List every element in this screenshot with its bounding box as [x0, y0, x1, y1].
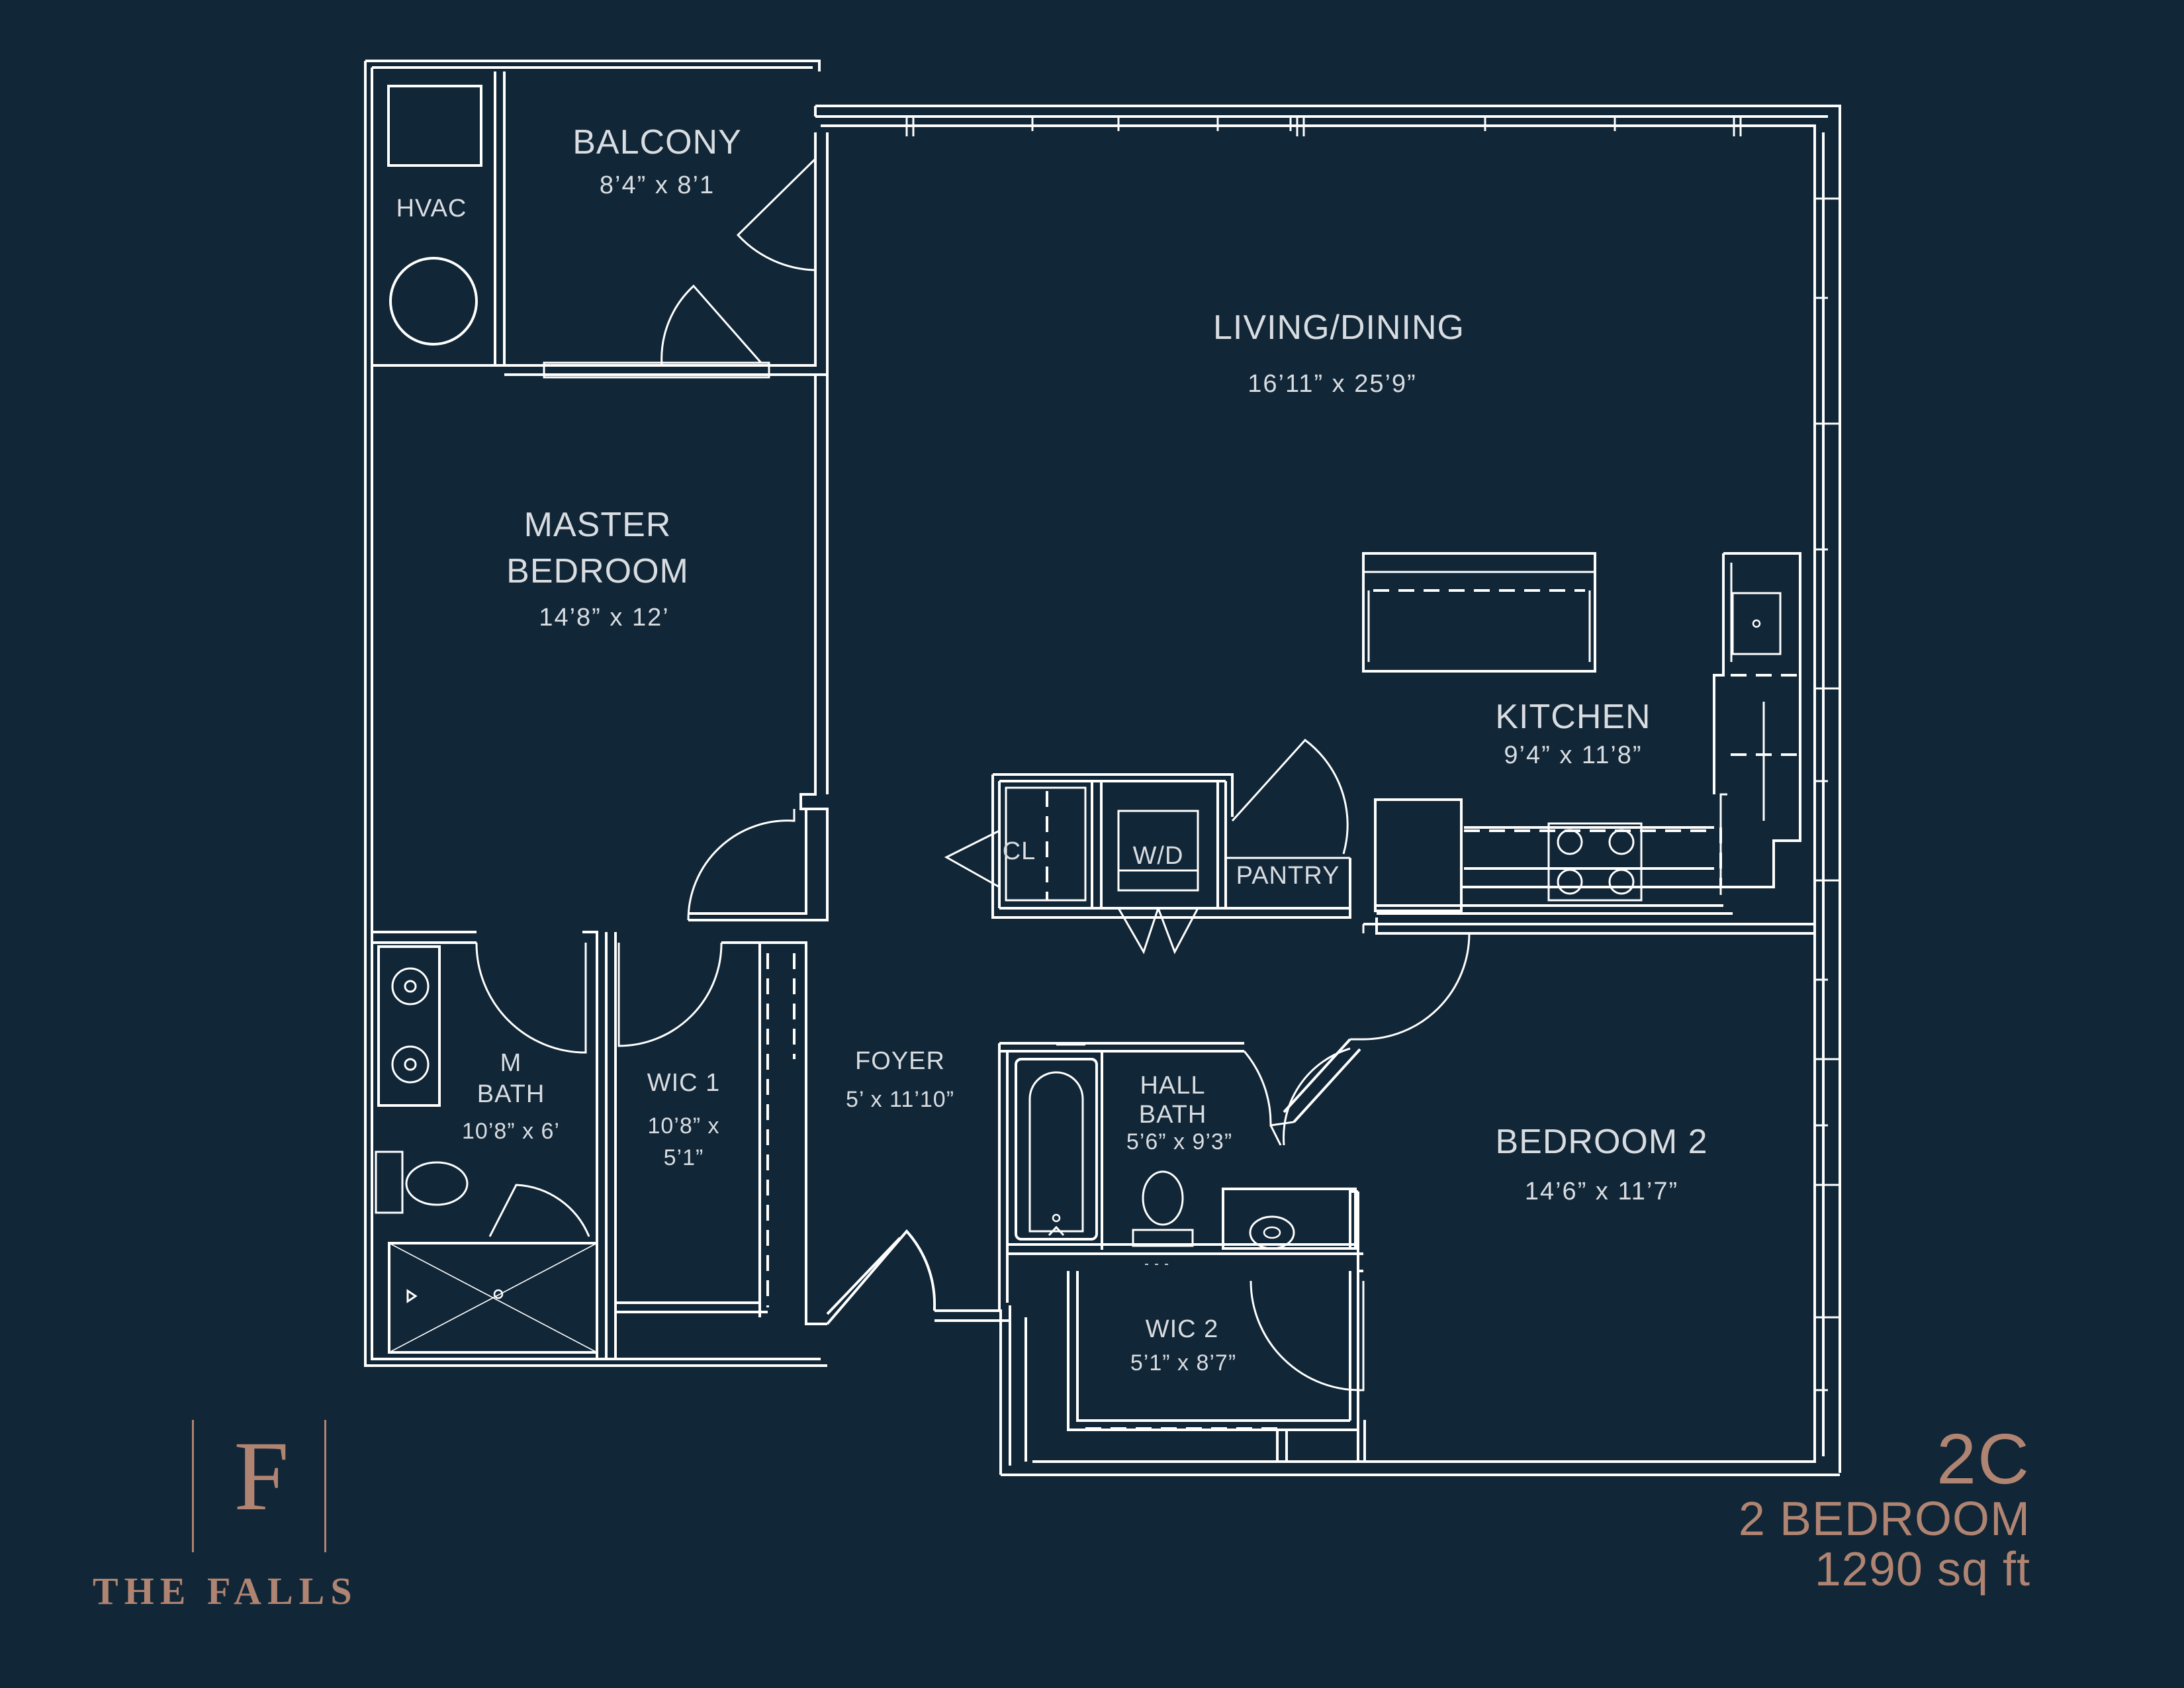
balcony [503, 132, 829, 379]
logo-left-bar [192, 1420, 194, 1552]
balcony-slider-door [543, 361, 770, 379]
hall-bath-bedroom2 [998, 917, 1815, 1462]
hvac-label: HVAC [396, 195, 467, 222]
unit-area: 1290 sq ft [1814, 1542, 2030, 1596]
hvac-unit-square [387, 85, 482, 167]
master-bath-label-line1: M [500, 1049, 522, 1077]
refrigerator [1374, 798, 1463, 912]
unit-type: 2 BEDROOM [1738, 1493, 2030, 1546]
master-bedroom-label-line1: MASTER [524, 506, 672, 544]
kitchen-island [1362, 552, 1596, 673]
cooktop [1547, 822, 1643, 902]
foyer-dims: 5’ x 11’10” [846, 1087, 954, 1112]
wic1-dims-line2: 5’1” [664, 1145, 704, 1170]
bedroom2-dims: 14’6” x 11’7” [1525, 1178, 1678, 1205]
exterior-walls [364, 60, 1841, 1476]
master-bath-label-line2: BATH [477, 1080, 545, 1108]
entry-door [826, 1229, 1010, 1325]
closet-label: CL [1003, 837, 1036, 865]
balcony-dims: 8’4” x 8’1 [600, 171, 715, 199]
pantry-label: PANTRY [1236, 862, 1340, 890]
logo-monogram: F [234, 1421, 289, 1531]
foyer-label: FOYER [855, 1047, 945, 1075]
room-labels: BALCONY 8’4” x 8’1 HVAC LIVING/DINING 16… [396, 123, 1707, 1376]
hall-bath-toilet [1142, 1170, 1184, 1226]
logo-wordmark: THE FALLS [93, 1570, 358, 1613]
washer-dryer-box [1117, 810, 1199, 892]
balcony-label: BALCONY [572, 123, 742, 162]
living-dining-dims: 16’11” x 25’9” [1248, 370, 1416, 398]
kitchen-sink [1731, 592, 1782, 655]
kitchen-fixtures [1362, 552, 1801, 915]
wic2-dims: 5’1” x 8’7” [1130, 1350, 1236, 1376]
kitchen-dims: 9’4” x 11’8” [1504, 741, 1642, 769]
wic1-label: WIC 1 [647, 1069, 721, 1097]
the-falls-logo: F THE FALLS [93, 1420, 437, 1618]
master-bedroom-label-line2: BEDROOM [506, 552, 689, 590]
bathtub [1015, 1058, 1098, 1241]
hall-bath-vanity [1222, 1188, 1357, 1250]
master-bath-fixtures [375, 945, 598, 1354]
bedroom2-label: BEDROOM 2 [1495, 1123, 1707, 1161]
logo-right-bar [324, 1420, 326, 1552]
wic1-dims-line1: 10’8” x [647, 1113, 719, 1139]
washer-dryer-label: W/D [1133, 842, 1184, 870]
living-dining-label: LIVING/DINING [1213, 308, 1465, 347]
hall-bath-label-line2: BATH [1139, 1101, 1207, 1129]
unit-code: 2C [1936, 1419, 2030, 1499]
master-bath-dims: 10’8” x 6’ [462, 1119, 560, 1144]
unit-info: 2C 2 BEDROOM 1290 sq ft [1739, 1423, 2030, 1595]
utility-core [944, 738, 1351, 955]
water-heater-circle [389, 257, 478, 346]
hall-bath-label-line1: HALL [1140, 1072, 1205, 1100]
wic2-label: WIC 2 [1146, 1315, 1219, 1343]
kitchen-label: KITCHEN [1495, 698, 1651, 736]
master-bedroom-dims: 14’8” x 12’ [539, 604, 669, 632]
hall-bath-dims: 5’6” x 9’3” [1126, 1129, 1232, 1154]
left-partitions [372, 375, 829, 1359]
